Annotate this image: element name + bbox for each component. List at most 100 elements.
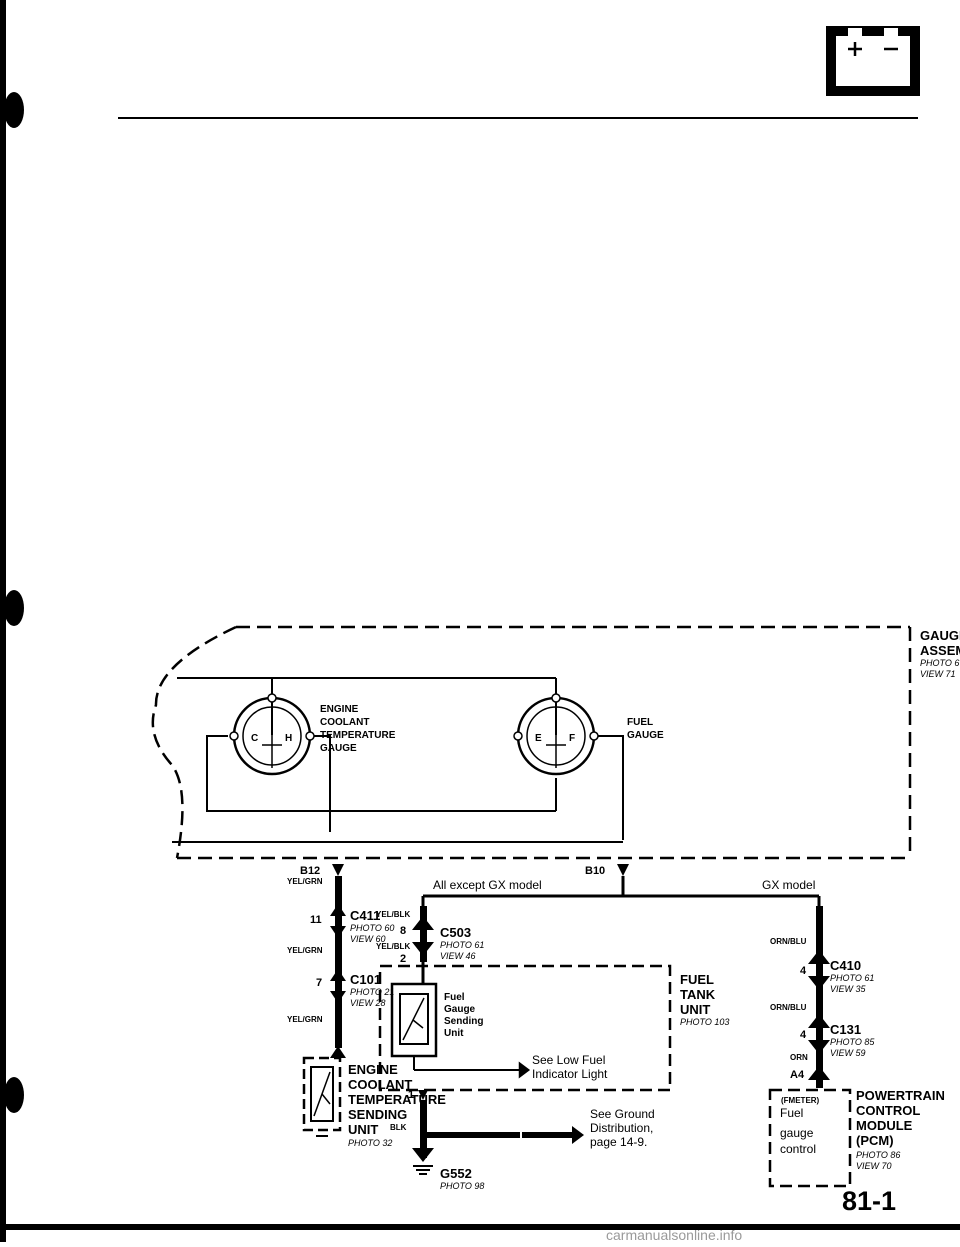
ect-sending-unit-label-1: ENGINE — [348, 1062, 398, 1077]
pcm-photo: PHOTO 86 — [856, 1150, 900, 1160]
c101-label: C101 — [350, 972, 381, 987]
gauge-circuit — [172, 677, 624, 843]
c411-label: C411 — [350, 908, 380, 923]
ect-sending-unit-symbol — [302, 1056, 342, 1137]
wire-color-blk: BLK — [390, 1123, 407, 1132]
c411-pin: 11 — [310, 914, 322, 926]
ect-gauge-mark-h: H — [285, 733, 292, 744]
c131-label: C131 — [830, 1022, 861, 1037]
c101-pin: 7 — [316, 977, 322, 989]
c411-view: VIEW 60 — [350, 934, 386, 944]
ect-sending-unit-label-5: UNIT — [348, 1122, 378, 1137]
c410-label: C410 — [830, 958, 861, 973]
c503-pin-bottom: 2 — [400, 953, 406, 965]
c503-photo: PHOTO 61 — [440, 940, 484, 950]
pcm-label-4: (PCM) — [856, 1133, 894, 1148]
ground-path — [412, 1090, 584, 1175]
fuel-gauge-label-2: GAUGE — [627, 730, 664, 741]
pcm-inner-label-3: control — [780, 1142, 816, 1156]
fuel-tank-harness — [412, 906, 434, 962]
battery-icon — [826, 26, 920, 96]
fuel-sender-label-2: Gauge — [444, 1004, 476, 1015]
fuel-tank-unit-pin: 1 — [408, 1089, 414, 1101]
fuel-tank-unit-box — [378, 962, 672, 1092]
pcm-inner-label-1: Fuel — [780, 1106, 803, 1120]
fuel-tank-unit-label-2: TANK — [680, 987, 716, 1002]
fuel-sender-label-3: Sending — [444, 1016, 483, 1027]
terminal-a4-label: A4 — [790, 1069, 805, 1081]
terminal-b10-label: B10 — [585, 865, 605, 877]
c410-pin: 4 — [800, 965, 807, 977]
gauge-assembly-label-2: ASSEMBLY — [920, 643, 960, 658]
low-fuel-note-2: Indicator Light — [532, 1067, 608, 1081]
fuel-gauge-mark-f: F — [569, 733, 575, 744]
ground-note-3: page 14-9. — [590, 1135, 647, 1149]
wire-color-yel-grn-3: YEL/GRN — [287, 1015, 323, 1024]
wire-color-yel-grn-2: YEL/GRN — [287, 946, 323, 955]
fuel-tank-unit-label-3: UNIT — [680, 1002, 710, 1017]
wire-color-orn: ORN — [790, 1053, 808, 1062]
wire-color-orn-blu-2: ORN/BLU — [770, 1003, 807, 1012]
fuel-tank-unit-photo: PHOTO 103 — [680, 1017, 729, 1027]
fuel-gauge-symbol — [513, 693, 599, 776]
ect-gauge-symbol — [229, 693, 315, 776]
c101-view: VIEW 28 — [350, 998, 386, 1008]
fuel-sender-label-4: Unit — [444, 1028, 464, 1039]
c131-pin: 4 — [800, 1029, 807, 1041]
pcm-label-3: MODULE — [856, 1118, 913, 1133]
bottom-bar — [0, 1224, 960, 1230]
wire-color-yel-grn-1: YEL/GRN — [287, 877, 323, 886]
c131-view: VIEW 59 — [830, 1048, 866, 1058]
c411-photo: PHOTO 60 — [350, 923, 394, 933]
model-label-gx: GX model — [762, 878, 815, 892]
terminal-b10-symbol — [617, 864, 629, 876]
ground-note-1: See Ground — [590, 1107, 655, 1121]
pcm-label-1: POWERTRAIN — [856, 1088, 945, 1103]
gx-harness-wire — [808, 906, 830, 1088]
wire-color-yel-blk-2: YEL/BLK — [376, 942, 410, 951]
left-binding-bar — [0, 0, 6, 1242]
ect-harness-wire-lower — [335, 1003, 342, 1048]
model-label-all-except-gx: All except GX model — [433, 878, 542, 892]
binding-hole-bottom — [4, 1077, 24, 1113]
page-number: 81-1 — [842, 1186, 896, 1216]
binding-hole-mid — [4, 590, 24, 626]
c410-view: VIEW 35 — [830, 984, 867, 994]
ect-gauge-label-2: COOLANT — [320, 717, 369, 728]
fuel-gauge-mark-e: E — [535, 733, 542, 744]
ground-label: G552 — [440, 1166, 472, 1181]
watermark: carmanualsonline.info — [606, 1227, 742, 1242]
ground-photo: PHOTO 98 — [440, 1181, 484, 1191]
wire-color-orn-blu-1: ORN/BLU — [770, 937, 807, 946]
fuel-gauge-label-1: FUEL — [627, 717, 653, 728]
pcm-box — [768, 1088, 852, 1188]
c503-pin-top: 8 — [400, 925, 406, 937]
c503-label: C503 — [440, 925, 471, 940]
gauge-assembly-view: VIEW 71 — [920, 669, 956, 679]
pcm-label-2: CONTROL — [856, 1103, 920, 1118]
wire-color-yel-blk-1: YEL/BLK — [376, 910, 410, 919]
c410-photo: PHOTO 61 — [830, 973, 874, 983]
c503-view: VIEW 46 — [440, 951, 476, 961]
pcm-inner-label-2: gauge — [780, 1126, 814, 1140]
ground-note-2: Distribution, — [590, 1121, 653, 1135]
fuel-tank-unit-label-1: FUEL — [680, 972, 714, 987]
model-split-lines — [421, 876, 821, 906]
ect-gauge-mark-c: C — [251, 733, 258, 744]
ect-sending-unit-label-3: TEMPERATURE — [348, 1092, 446, 1107]
ect-gauge-label-4: GAUGE — [320, 743, 357, 754]
gauge-assembly-label-1: GAUGE — [920, 628, 960, 643]
c101-photo: PHOTO 21 — [350, 987, 394, 997]
terminal-b12-symbol — [332, 864, 344, 876]
gauge-assembly-photo: PHOTO 67 — [920, 658, 960, 668]
ect-sending-unit-label-4: SENDING — [348, 1107, 407, 1122]
ect-gauge-label-3: TEMPERATURE — [320, 730, 396, 741]
ect-harness-wire — [330, 876, 346, 1058]
ect-gauge-label-1: ENGINE — [320, 704, 359, 715]
c131-photo: PHOTO 85 — [830, 1037, 875, 1047]
gauge-assembly-box — [151, 625, 912, 860]
pcm-view: VIEW 70 — [856, 1161, 892, 1171]
pcm-inner-tag: (FMETER) — [781, 1096, 820, 1105]
